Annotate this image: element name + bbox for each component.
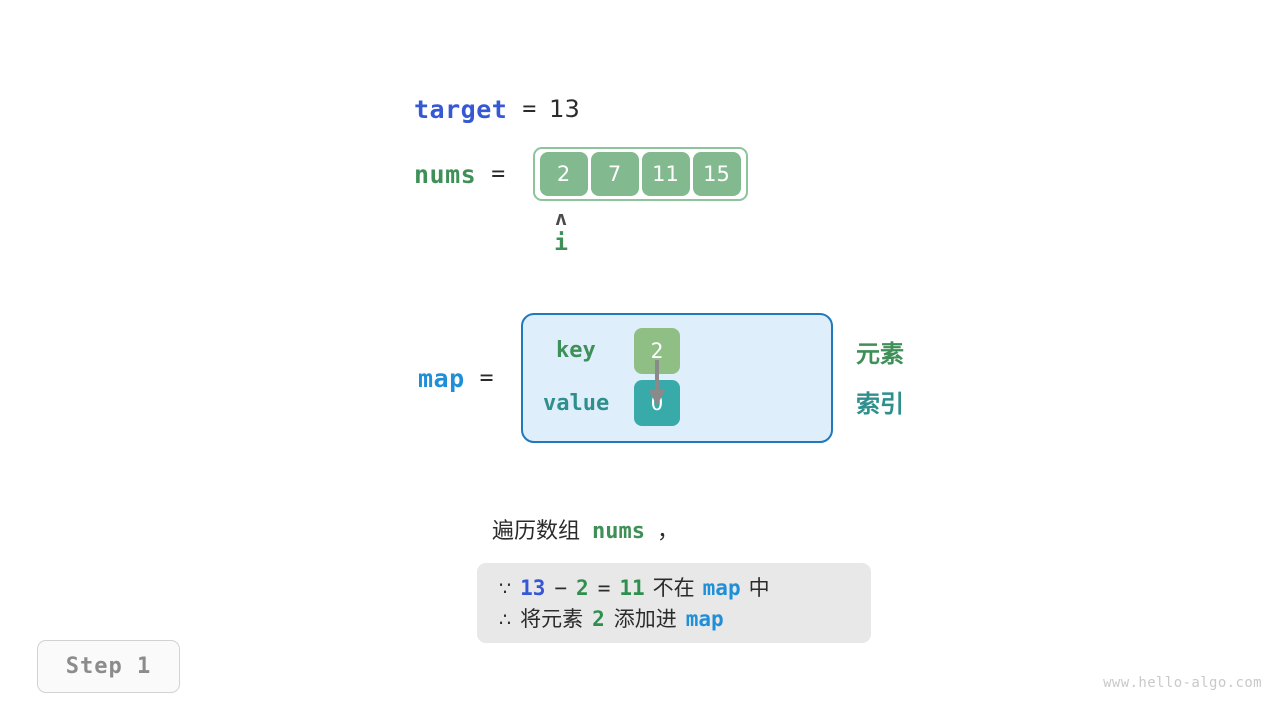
map-variable-row: map = <box>418 362 494 394</box>
because-symbol-icon: ∵ <box>499 578 512 600</box>
caption-prefix: 遍历数组 <box>492 519 581 544</box>
nums-variable-row: nums = <box>414 158 518 190</box>
map-variable-name: map <box>418 363 465 393</box>
caption-code-nums: nums <box>592 519 645 544</box>
note-text-not-in: 不在 <box>652 576 695 600</box>
note-text-into: 添加进 <box>613 607 677 631</box>
target-variable-row: target = 13 <box>414 93 580 125</box>
note-line-therefore: ∴ 将元素 2 添加进 map <box>499 603 849 634</box>
index-pointer-caret-icon: ʌ <box>554 206 568 230</box>
map-value-label: value <box>543 391 610 416</box>
watermark: www.hello-algo.com <box>1103 675 1262 691</box>
map-key-cell: 2 <box>634 328 680 374</box>
explanation-note-box: ∵ 13 − 2 = 11 不在 map 中 ∴ 将元素 2 添加进 map <box>477 563 871 643</box>
side-label-element: 元素 <box>856 340 904 368</box>
array-cell: 15 <box>692 152 741 196</box>
note-line-because: ∵ 13 − 2 = 11 不在 map 中 <box>499 572 849 603</box>
step-badge: Step 1 <box>37 640 180 693</box>
map-key-label: key <box>556 338 596 363</box>
index-pointer-label: i <box>554 230 568 256</box>
caption-traverse-array: 遍历数组 nums ， <box>492 513 679 545</box>
target-value: 13 <box>549 95 580 123</box>
caption-suffix: ， <box>657 519 680 544</box>
note-current-value: 2 <box>576 576 589 600</box>
array-cell: 2 <box>539 152 588 196</box>
note-text-add-element: 将元素 <box>520 607 584 631</box>
map-equals-sign: = <box>479 365 494 391</box>
target-variable-name: target <box>414 94 508 124</box>
nums-equals-sign: = <box>491 161 506 187</box>
map-value-cell: 0 <box>634 380 680 426</box>
note-target-value: 13 <box>520 576 546 600</box>
side-label-index: 索引 <box>856 390 904 418</box>
nums-array-container: 2 7 11 15 <box>533 147 748 201</box>
note-added-element: 2 <box>592 607 605 631</box>
note-complement-value: 11 <box>619 576 645 600</box>
note-map-keyword-2: map <box>685 607 724 631</box>
array-cell: 11 <box>641 152 690 196</box>
note-text-in: 中 <box>748 576 770 600</box>
note-equals-sign: = <box>597 576 611 600</box>
note-minus-sign: − <box>554 576 568 600</box>
note-map-keyword: map <box>702 576 741 600</box>
nums-variable-name: nums <box>414 159 477 189</box>
therefore-symbol-icon: ∴ <box>499 609 512 631</box>
array-cell: 7 <box>590 152 639 196</box>
target-equals-sign: = <box>522 96 537 122</box>
